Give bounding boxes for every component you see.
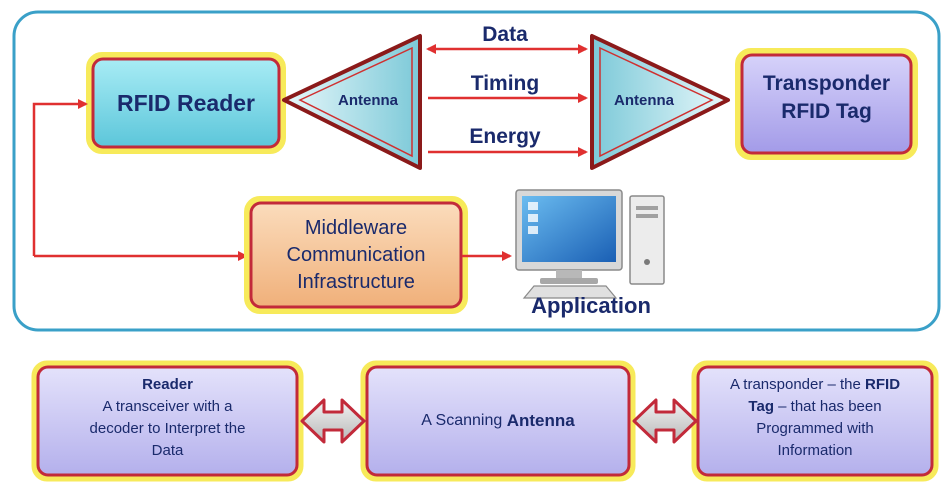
legend-tag-line1-bold: RFID bbox=[865, 376, 901, 393]
legend-antenna-bold: Antenna bbox=[506, 411, 575, 430]
legend-antenna-text: A Scanning Antenna bbox=[367, 367, 629, 475]
legend-reader-title: Reader bbox=[142, 376, 193, 393]
reader-box bbox=[91, 57, 281, 149]
reader-box-glow bbox=[86, 52, 286, 154]
antenna-left-triangle bbox=[282, 34, 422, 170]
legend-tag-line2-rest: – that has been bbox=[773, 398, 882, 415]
reader-box-label: RFID Reader bbox=[116, 89, 256, 116]
energy-label: Energy bbox=[469, 125, 541, 148]
legend-reader-box bbox=[36, 365, 299, 477]
legend-double-arrow-right bbox=[632, 398, 698, 444]
timing-label: Timing bbox=[470, 72, 540, 95]
antenna-left-label: Antenna bbox=[338, 91, 398, 109]
legend-tag-line1: A transponder – the RFID bbox=[698, 374, 932, 396]
legend-reader-line2: decoder to Interpret the bbox=[89, 420, 246, 437]
transponder-line1: Transponder bbox=[762, 72, 891, 95]
legend-reader-text: Reader A transceiver with a decoder to I… bbox=[38, 374, 297, 462]
legend-antenna-prefix: A Scanning bbox=[421, 412, 507, 429]
legend-reader-box-glow bbox=[31, 360, 304, 482]
legend-tag-line3: Programmed with bbox=[756, 420, 874, 437]
computer-icon bbox=[515, 189, 665, 299]
transponder-box-label: Transponder RFID Tag bbox=[742, 70, 911, 126]
legend-tag-box bbox=[696, 365, 934, 477]
legend-antenna-box bbox=[365, 365, 631, 477]
legend-tag-line4: Information bbox=[777, 442, 853, 459]
transponder-line2: RFID Tag bbox=[781, 100, 872, 123]
legend-tag-line2: Tag – that has been bbox=[698, 396, 932, 418]
transponder-box bbox=[740, 53, 913, 155]
antenna-right-triangle bbox=[590, 34, 730, 170]
middleware-line3: Infrastructure bbox=[297, 271, 415, 293]
middleware-box bbox=[249, 201, 463, 309]
legend-double-arrow-left bbox=[300, 398, 366, 444]
legend-reader-line3: Data bbox=[151, 442, 184, 459]
legend-tag-line2-bold: Tag bbox=[748, 398, 774, 415]
middleware-box-label: Middleware Communication Infrastructure bbox=[251, 215, 461, 296]
application-label: Application bbox=[531, 293, 651, 318]
data-label: Data bbox=[482, 23, 528, 46]
antenna-left-inner bbox=[298, 46, 413, 158]
legend-tag-line1-prefix: A transponder – the bbox=[729, 376, 866, 393]
reader-connector-arrow bbox=[32, 99, 88, 256]
antenna-right-label: Antenna bbox=[614, 91, 674, 109]
antenna-right-inner bbox=[599, 46, 714, 158]
legend-tag-text: A transponder – the RFID Tag – that has … bbox=[698, 374, 932, 462]
middleware-line2: Communication bbox=[286, 244, 426, 266]
transponder-box-glow bbox=[735, 48, 918, 160]
middleware-line1: Middleware bbox=[304, 217, 408, 239]
legend-reader-line1: A transceiver with a bbox=[102, 398, 233, 415]
